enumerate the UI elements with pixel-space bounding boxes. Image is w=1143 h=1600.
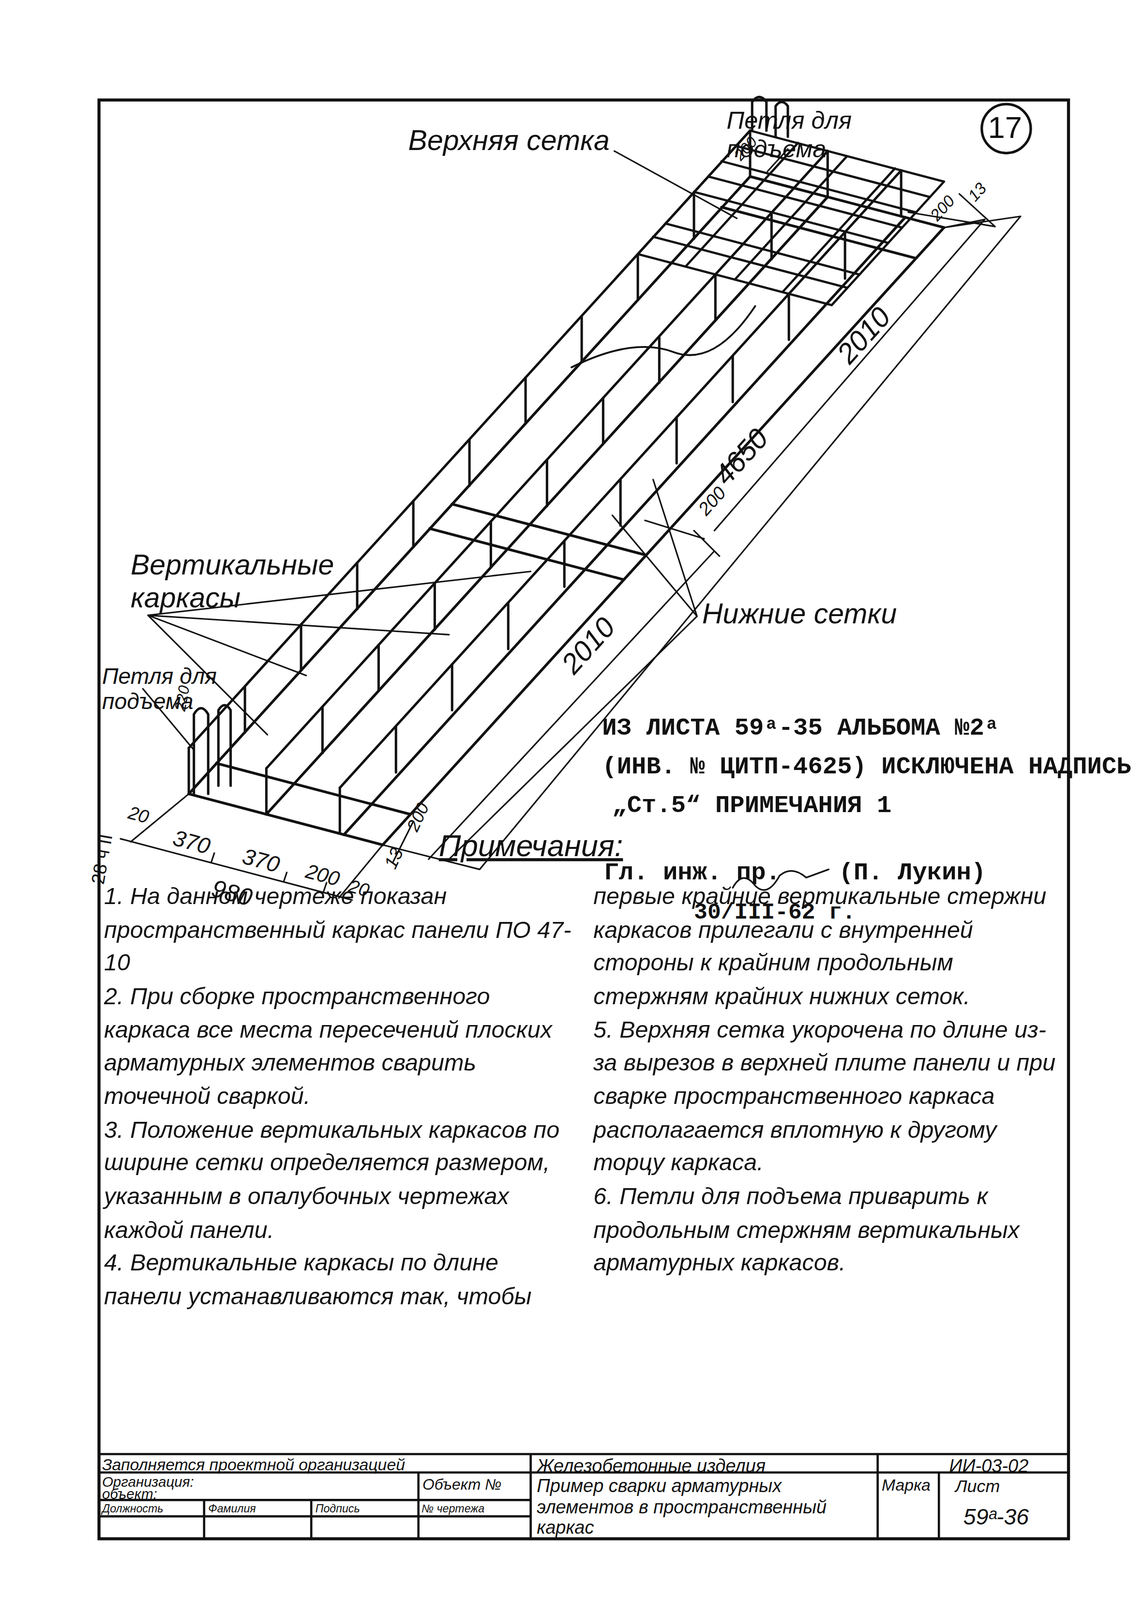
note-text: 2. При сборке пространственного каркаса … <box>104 979 577 1113</box>
stamp-text: „Ст.5“ ПРИМЕЧАНИЯ 1 <box>612 791 892 820</box>
title-block-cell: ИИ-03-02 <box>948 1456 1029 1478</box>
title-block-cell: № чертежа <box>421 1502 485 1516</box>
title-block-cell: Фамилия <box>208 1502 256 1516</box>
note-text: 5. Верхняя сетка укорочена по длине из-з… <box>593 1012 1067 1180</box>
dimension: 4650 <box>708 422 776 492</box>
title-block-cell: Лист <box>955 1476 1000 1497</box>
sheet-frame <box>99 100 1069 1539</box>
stamp-text: (П. Лукин) <box>839 858 987 888</box>
sheet-number: 59ᵃ-36 <box>963 1503 1029 1530</box>
lifting-loop <box>194 96 788 794</box>
leader-lines <box>142 149 788 859</box>
part-name: Нижние сетки <box>702 598 897 632</box>
sheet-mark: 28 ч II <box>87 832 118 886</box>
part-name: Верхняя сетка <box>408 124 610 158</box>
break-line <box>571 306 756 368</box>
part-name: Петля для подъема <box>726 105 901 163</box>
dimension: 2010 <box>830 300 898 371</box>
sheet-number-circle <box>981 104 1031 153</box>
title-block-cell: Заполняется проектной организацией <box>102 1456 406 1475</box>
part-name: Вертикальные каркасы <box>130 548 366 615</box>
title-block-cell: Марка <box>881 1476 931 1496</box>
title-block-grid <box>99 1453 1069 1539</box>
title-block-cell: Пример сварки арматурных элементов в про… <box>536 1475 872 1539</box>
vertical-frame-rods <box>188 130 902 788</box>
notes-columns: 1. На данном чертеже показан пространств… <box>104 879 1067 1449</box>
title-block-cell: объект: <box>102 1485 158 1503</box>
note-text: 3. Положение вертикальных каркасов по ши… <box>104 1112 577 1246</box>
title-block-cell: Объект № <box>422 1475 502 1493</box>
note-text: 6. Петли для подъема приварить к продоль… <box>593 1179 1067 1280</box>
dimension: 200 <box>403 799 434 835</box>
dimension: 200 <box>694 482 731 520</box>
notes-heading: Примечания: <box>438 828 624 864</box>
title-block-cell: Подпись <box>315 1502 361 1516</box>
dimension-lines <box>120 194 1021 901</box>
sheet-number: 17 <box>987 110 1022 146</box>
stamp-text: Гл. инж. пр. <box>603 858 781 888</box>
stamp-text: ИЗ ЛИСТА 59ᵃ-35 АЛЬБОМА №2ᵃ <box>601 714 999 743</box>
title-block-cell: Железобетонные изделия <box>536 1456 766 1478</box>
stamp-text: 30/III-62 г. <box>693 900 856 926</box>
dimension: 20 <box>125 802 151 828</box>
note-text: 1. На данном чертеже показан пространств… <box>104 879 577 980</box>
part-name: Петля для подъема <box>102 662 235 715</box>
stamp-text: (ИНВ. № ЦИТП-4625) ИСКЛЮЧЕНА НАДПИСЬ <box>601 752 1131 782</box>
title-block-cell: Должность <box>102 1502 164 1516</box>
dimension: 13 <box>380 844 408 873</box>
